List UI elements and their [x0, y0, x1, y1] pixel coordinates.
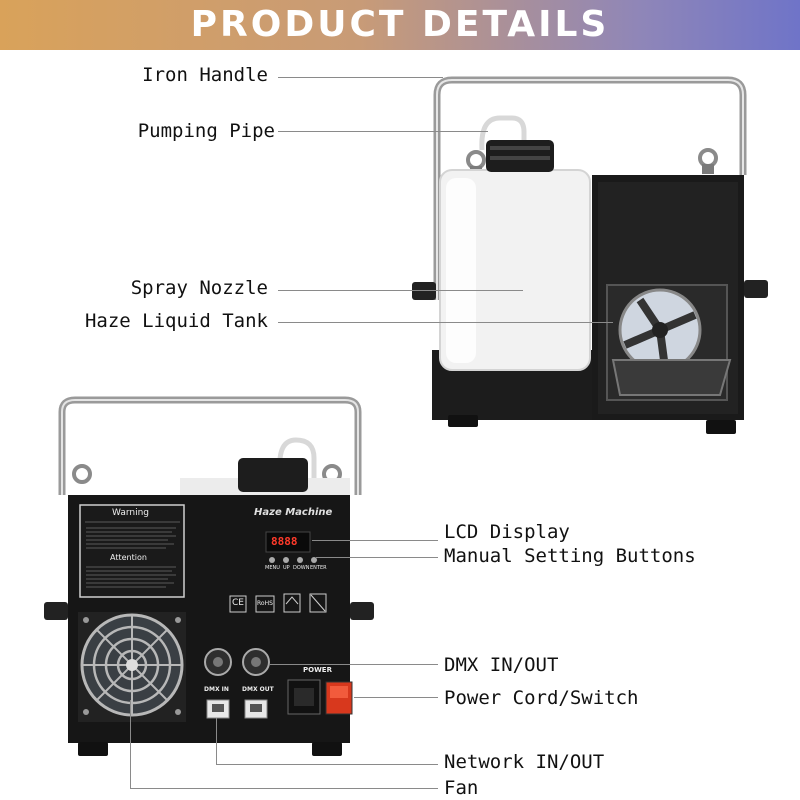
- power-port-label: POWER: [303, 666, 332, 674]
- lcd-display-leader-line: [312, 540, 438, 541]
- lcd-display-label: LCD Display: [444, 521, 570, 543]
- dmx-in-port-label: DMX IN: [204, 686, 229, 693]
- spray-nozzle-label: Spray Nozzle: [130, 277, 268, 299]
- panel-brand-text: Haze Machine: [254, 507, 333, 518]
- spray-nozzle-leader-line: [278, 290, 523, 291]
- attention-sticker-title: Attention: [110, 553, 147, 562]
- machine-side-view-image: [412, 76, 768, 434]
- power-label: Power Cord/Switch: [444, 687, 639, 709]
- button-label-enter: ENTER: [310, 565, 327, 571]
- manual-buttons-label: Manual Setting Buttons: [444, 545, 696, 567]
- fan-label: Fan: [444, 777, 479, 799]
- warning-sticker-title: Warning: [112, 508, 150, 518]
- button-label-menu: MENU: [265, 565, 280, 571]
- button-label-up: UP: [283, 565, 290, 571]
- manual-buttons-leader-line: [316, 557, 438, 558]
- lcd-display-readout: 8888: [271, 535, 298, 548]
- pumping-pipe-leader-line: [278, 131, 488, 132]
- iron-handle-label: Iron Handle: [142, 64, 268, 86]
- machine-rear-view-image: [44, 396, 374, 756]
- network-leader-line-h: [216, 764, 438, 765]
- rohs-mark-text: RoHS: [257, 600, 273, 607]
- button-label-down: DOWN: [293, 565, 310, 571]
- fan-leader-line-h: [130, 788, 438, 789]
- iron-handle-leader-line: [278, 77, 443, 78]
- dmx-leader-line: [270, 664, 438, 665]
- page-title: PRODUCT DETAILS: [190, 4, 610, 45]
- network-leader-line-v: [216, 718, 217, 764]
- fan-leader-line-v: [130, 700, 131, 788]
- header-banner: [0, 0, 800, 50]
- pumping-pipe-label: Pumping Pipe: [137, 120, 275, 142]
- liquid-tank-label: Haze Liquid Tank: [84, 310, 268, 332]
- network-label: Network IN/OUT: [444, 751, 605, 773]
- liquid-tank-leader-line: [278, 322, 613, 323]
- ce-mark-text: CE: [232, 598, 244, 608]
- power-leader-line: [354, 697, 438, 698]
- dmx-label: DMX IN/OUT: [444, 654, 559, 676]
- dmx-out-port-label: DMX OUT: [242, 686, 274, 693]
